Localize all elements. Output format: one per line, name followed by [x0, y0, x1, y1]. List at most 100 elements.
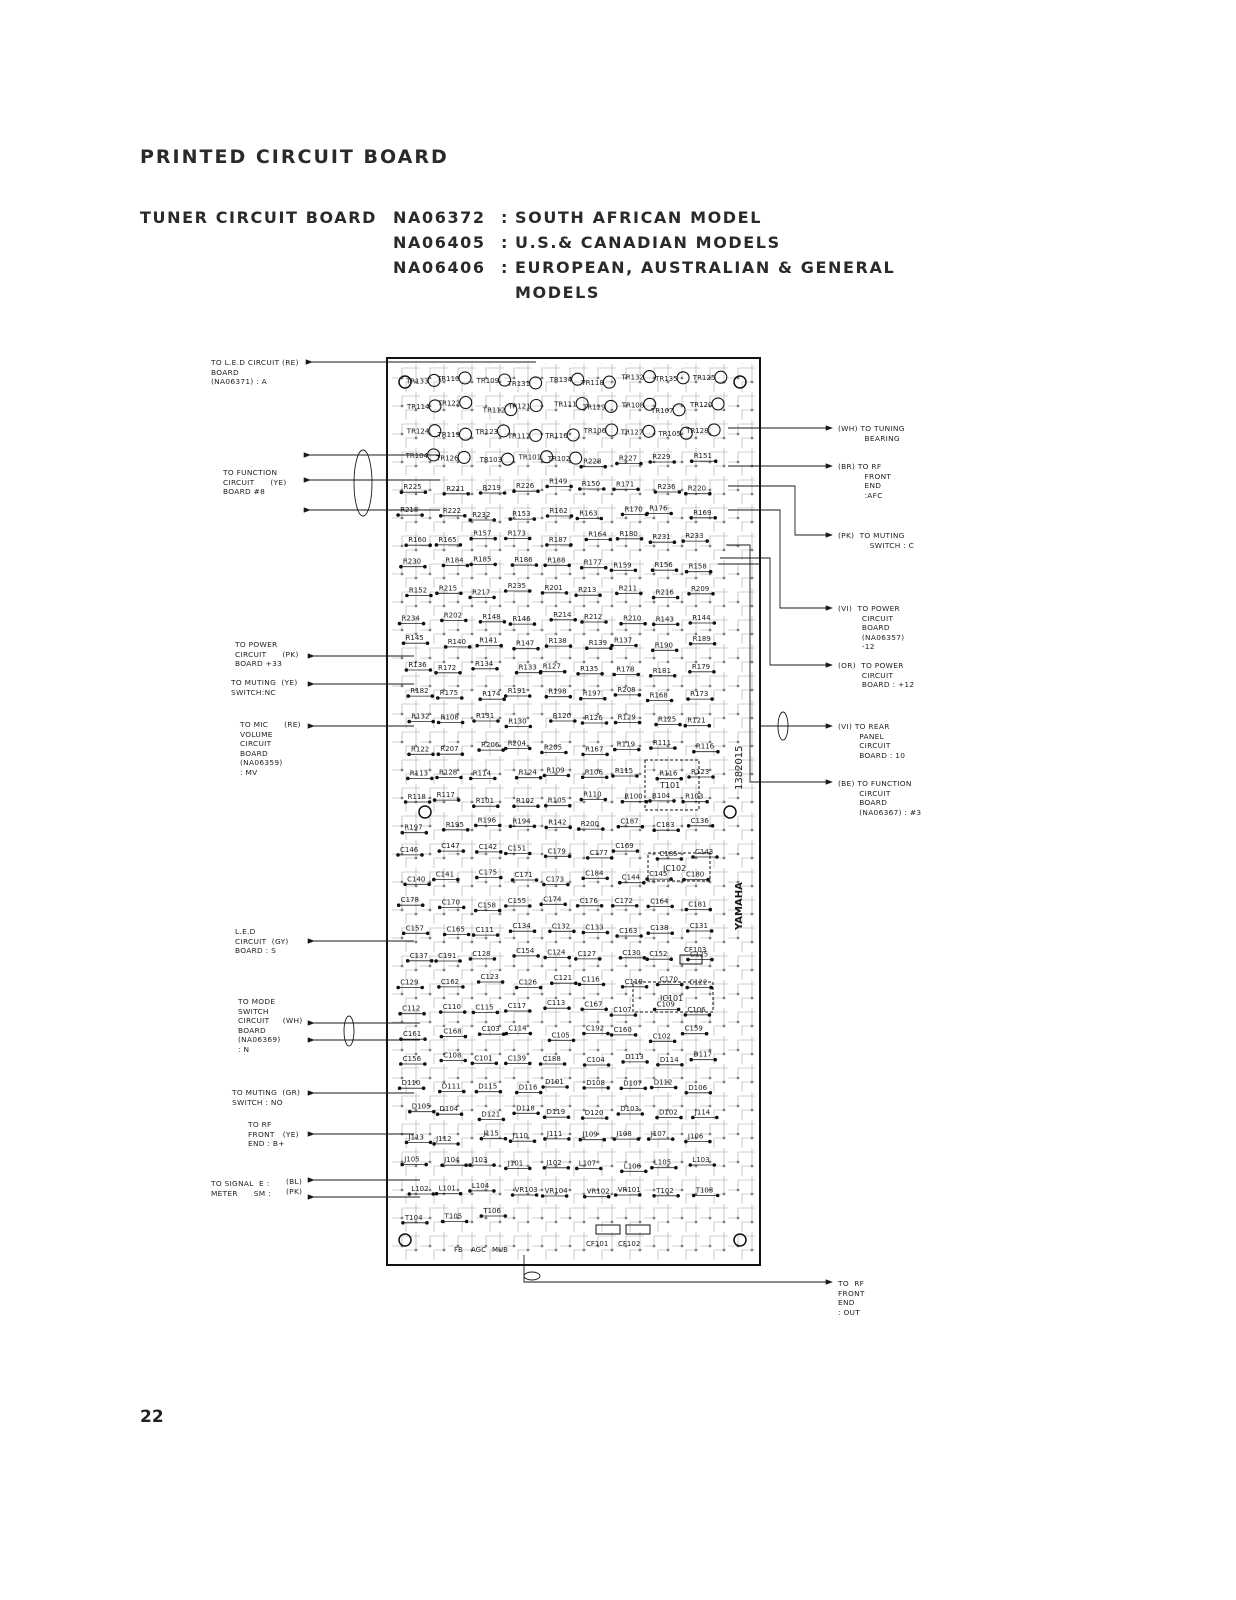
solder-pad [580, 620, 584, 624]
solder-pad [420, 903, 425, 907]
resistor-label: R231 [652, 533, 670, 541]
solder-pad [581, 752, 585, 757]
jumper-label: J101 [507, 1159, 523, 1167]
solder-pad [578, 1137, 583, 1142]
solder-pad [575, 1166, 579, 1171]
solder-pad [679, 982, 684, 987]
solder-pad [705, 799, 709, 804]
capacitor-label: C138 [650, 924, 668, 932]
diode-label: D115 [478, 1083, 497, 1091]
resistor-label: R235 [508, 582, 526, 590]
solder-pad [581, 930, 586, 935]
solder-pad [512, 804, 516, 808]
resistor-label: R109 [546, 767, 564, 775]
solder-pad [435, 1112, 440, 1116]
right-connector-lines [523, 425, 833, 1285]
solder-pad [603, 464, 607, 469]
solder-pad [527, 746, 532, 751]
resistor-label: R116 [659, 770, 678, 778]
connector-label-function-3: (BE) TO FUNCTION CIRCUIT BOARD (NA06367)… [838, 779, 922, 817]
capacitor-label: C131 [690, 922, 708, 930]
solder-pad [512, 1111, 516, 1116]
solder-pad [686, 824, 691, 828]
solder-pad [633, 1033, 638, 1037]
solder-pad [478, 491, 483, 495]
solder-pad [606, 1086, 610, 1090]
solder-pad [398, 1011, 402, 1016]
capacitor-label: C117 [508, 1002, 526, 1010]
resistor-label: R212 [584, 613, 602, 621]
capacitor-label: C192 [586, 1025, 604, 1033]
solder-pad [709, 985, 713, 990]
capacitor-label: C173 [546, 876, 564, 884]
transistor-symbol [501, 452, 515, 466]
transistor-label: TR107 [650, 407, 674, 415]
jumper-label: J113 [408, 1133, 424, 1141]
solder-pad [653, 490, 658, 494]
solder-pad [679, 776, 683, 781]
resistor-label: R157 [473, 530, 491, 538]
solder-pad [544, 694, 549, 699]
coil-label: L104 [472, 1182, 490, 1190]
solder-pad [708, 1091, 713, 1095]
capacitor-label: C112 [402, 1005, 420, 1013]
solder-pad [514, 670, 519, 675]
mounting-hole [418, 805, 432, 819]
capacitor-label: C183 [656, 821, 674, 829]
capacitor-label: C142 [479, 843, 497, 851]
resistor-label: R170 [625, 505, 643, 513]
solder-pad [434, 543, 439, 547]
solder-pad [472, 719, 476, 723]
solder-pad [691, 1115, 695, 1120]
solder-pad [582, 1086, 586, 1090]
transistor-symbol [529, 428, 543, 442]
capacitor-label: C176 [580, 897, 599, 905]
solder-pad [441, 563, 446, 568]
solder-pad [405, 593, 409, 598]
solder-pad [569, 543, 573, 547]
solder-pad [574, 593, 578, 597]
capacitor-label: C185 [659, 850, 677, 858]
solder-pad [441, 828, 446, 832]
solder-pad [604, 775, 609, 780]
solder-pad [601, 827, 605, 831]
solder-pad [639, 934, 643, 938]
capacitor-label: C158 [478, 902, 496, 910]
transistor-symbol [569, 451, 583, 465]
solder-pad [545, 543, 549, 547]
solder-pad [475, 850, 479, 854]
solder-pad [502, 697, 507, 701]
solder-pad [465, 828, 470, 832]
solder-pad [462, 1089, 466, 1094]
solder-pad [598, 957, 602, 961]
capacitor-label: C115 [475, 1003, 493, 1011]
connector-label-rf-out: TO RF FRONT END : OUT [838, 1279, 865, 1317]
transformer-label: T103 [695, 1187, 714, 1195]
solder-pad [396, 903, 401, 907]
resistor-label: R165 [438, 536, 456, 544]
solder-pad [685, 985, 689, 990]
connector-label-power-plus12: (OR) TO POWER CIRCUIT BOARD : +12 [838, 661, 915, 689]
solder-pad [493, 536, 498, 541]
solder-pad [512, 489, 516, 494]
solder-pad [636, 487, 640, 492]
capacitor-label: C157 [406, 924, 424, 932]
solder-pad [685, 929, 690, 933]
solder-pad [674, 648, 679, 653]
cable-bundle [343, 1015, 355, 1047]
solder-pad [424, 830, 429, 835]
resistor-label: R207 [440, 745, 458, 753]
connector-label-led-s: L.E.D CIRCUIT (GY) BOARD : S [235, 927, 289, 955]
solder-pad [540, 750, 544, 755]
connector-line [523, 1255, 833, 1285]
solder-pad [442, 932, 447, 937]
diode-label: D121 [481, 1110, 500, 1118]
solder-pad [688, 621, 693, 625]
solder-pad [673, 1085, 678, 1090]
solder-pad [493, 776, 497, 781]
solder-pad [461, 985, 465, 989]
solder-pad [538, 1090, 543, 1095]
solder-pad [544, 825, 548, 830]
solder-pad [635, 774, 639, 778]
capacitor-label: C152 [649, 950, 667, 958]
